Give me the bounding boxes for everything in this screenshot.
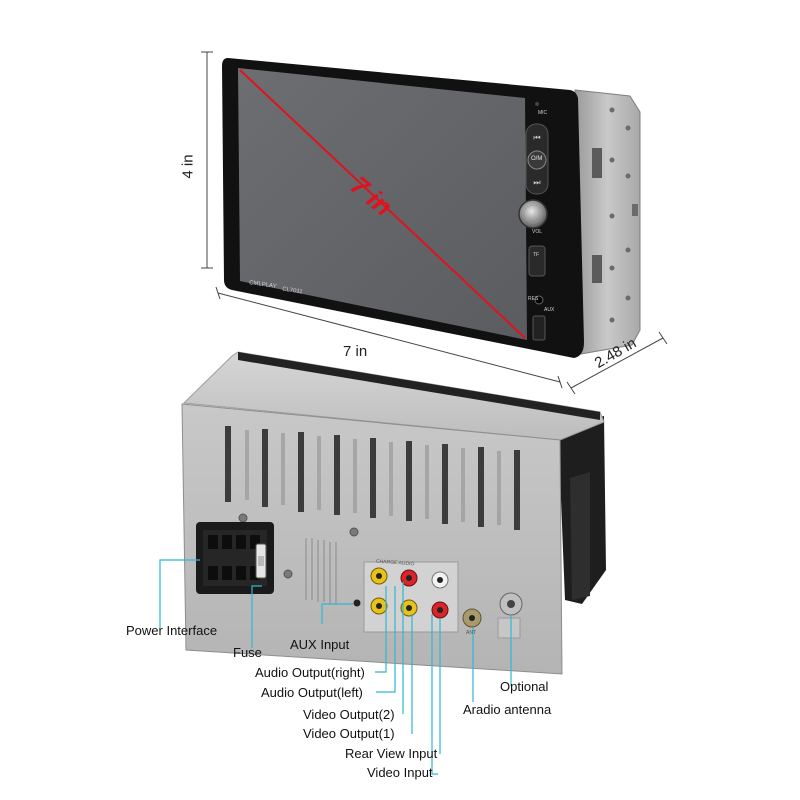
antenna-jack-label: ANT (466, 630, 476, 636)
mounting-bracket (592, 148, 602, 178)
tf-slot (528, 245, 546, 277)
rca-jacks (370, 567, 449, 619)
dimension-lines (201, 51, 668, 395)
aux-front-label: AUX (544, 307, 555, 313)
chassis-side (574, 89, 641, 356)
aux-input-jack (353, 599, 361, 607)
aux-jack (534, 295, 544, 305)
width-dimension: 7 in (343, 343, 368, 360)
mic-label: MIC (538, 110, 548, 116)
mode-button (527, 150, 547, 170)
video-input-label: Video Input (367, 765, 433, 780)
svg-text:⏭: ⏭ (533, 178, 540, 187)
volume-knob (518, 199, 548, 229)
rear-view-input-label: Rear View Input (345, 746, 438, 761)
svg-text:⏮: ⏮ (533, 133, 540, 142)
tf-label: TF (533, 252, 540, 258)
vol-label: VOL (532, 229, 543, 235)
rear-vent (305, 538, 337, 604)
radio-antenna-label: Aradio antenna (463, 702, 552, 717)
diagonal-line (239, 69, 526, 339)
height-dimension: 4 in (179, 154, 197, 179)
video-output-2-label: Video Output(2) (303, 707, 395, 722)
fuse-label: Fuse (233, 645, 262, 660)
mode-button-label: O/M (531, 156, 543, 162)
video-output-1-label: Video Output(1) (303, 726, 395, 741)
heatsink-fins (225, 426, 520, 530)
optional-label: Optional (500, 679, 549, 694)
usb-port (532, 315, 546, 341)
power-interface-label: Power Interface (126, 623, 218, 638)
chassis-holes (609, 107, 638, 323)
aux-input-label: AUX Input (290, 637, 350, 652)
callout-leaders (159, 559, 512, 775)
audio-output-left-label: Audio Output(left) (261, 685, 363, 700)
rst-label: RES (528, 296, 539, 302)
audio-output-right-label: Audio Output(right) (255, 665, 365, 680)
rear-panel (181, 403, 563, 675)
